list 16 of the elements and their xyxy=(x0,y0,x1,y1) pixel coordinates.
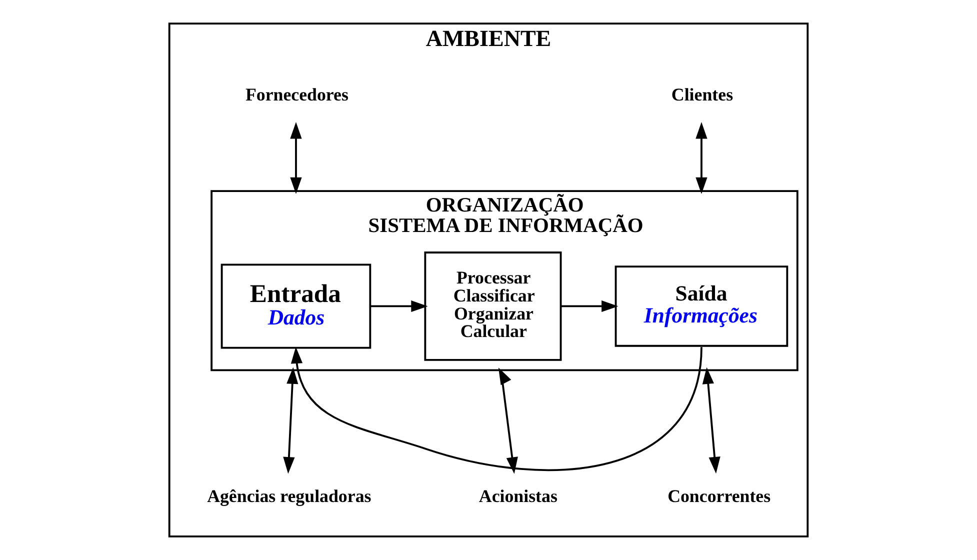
node-text: Concorrentes xyxy=(668,486,771,506)
arrow xyxy=(561,300,618,312)
arrow xyxy=(696,122,708,194)
arrow xyxy=(283,367,298,474)
arrow xyxy=(290,122,302,194)
node-text: Clientes xyxy=(671,84,734,105)
node-text: Acionistas xyxy=(478,486,558,506)
arrow xyxy=(702,367,720,474)
node-text: Fornecedores xyxy=(245,84,348,105)
node-text: Agências reguladoras xyxy=(207,486,372,506)
node-box: Processar Classificar Organizar Calcular xyxy=(424,252,562,361)
node-box: Saída Informações xyxy=(614,266,788,347)
arrow xyxy=(370,300,428,312)
arrow xyxy=(290,346,702,471)
node-box: Entrada Dados xyxy=(220,264,372,349)
arrow xyxy=(498,368,518,474)
